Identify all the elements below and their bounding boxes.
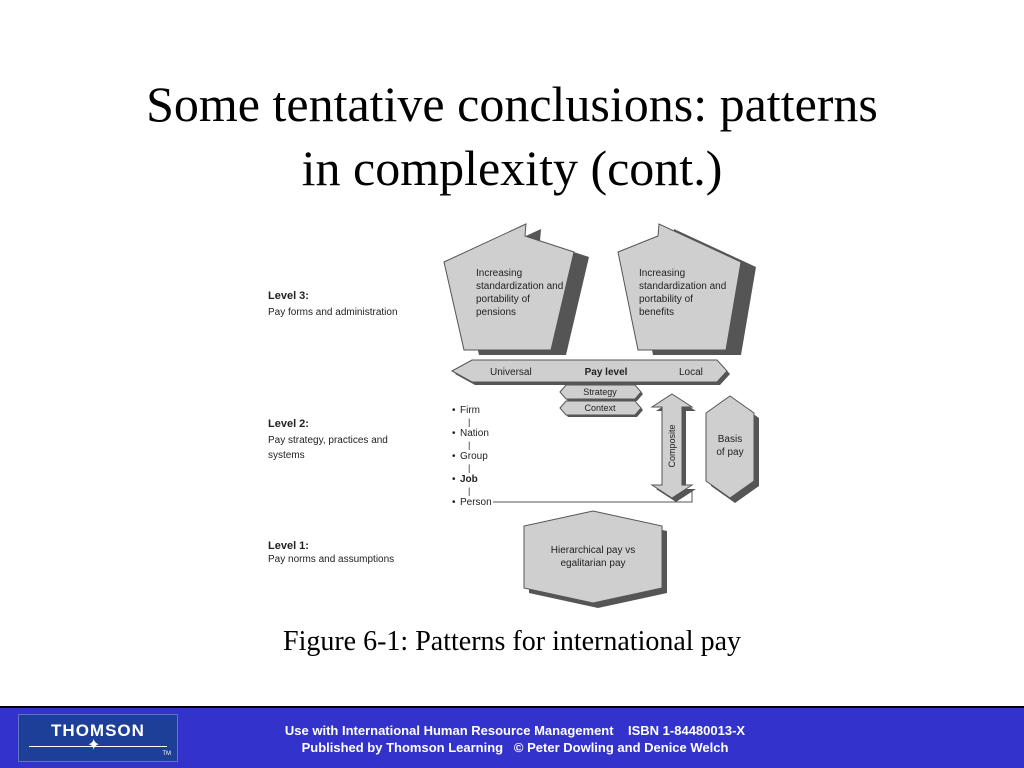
basis-of-pay-line-1: Basis — [718, 434, 742, 445]
slide-title-line-1: Some tentative conclusions: patterns — [146, 76, 878, 132]
level-3-label-group: Level 3: Pay forms and administration — [268, 290, 398, 318]
unit-person: Person — [460, 497, 492, 508]
slide-title-line-2: in complexity (cont.) — [301, 140, 723, 196]
star-icon: ✦ — [87, 737, 101, 754]
figure-caption: Figure 6-1: Patterns for international p… — [283, 626, 741, 657]
composite-label: Composite — [667, 424, 677, 467]
pensions-line-2: standardization and — [476, 281, 563, 292]
level-2-label: Level 2: — [268, 418, 309, 430]
unit-bullet-job: • — [452, 474, 456, 485]
level-2-label-group: Level 2: Pay strategy, practices and sys… — [268, 418, 388, 461]
hierarchical-pay-hexagon: Hierarchical pay vs egalitarian pay — [523, 510, 667, 608]
unit-group: Group — [460, 451, 488, 462]
unit-bullet-nation: • — [452, 428, 456, 439]
logo-trademark: TM — [162, 751, 171, 757]
level-2-desc-line-2: systems — [268, 450, 305, 461]
logo-text: THOMSON — [51, 721, 145, 740]
level-3-label: Level 3: — [268, 290, 309, 302]
basis-of-pay-line-2: of pay — [716, 447, 743, 458]
level-1-label: Level 1: — [268, 540, 309, 552]
hierarchical-line-2: egalitarian pay — [560, 558, 625, 569]
footer-line-1: Use with International Human Resource Ma… — [284, 723, 746, 738]
unit-connector-1: | — [468, 417, 470, 427]
benefits-line-3: portability of — [639, 294, 693, 305]
unit-connector-4: | — [468, 486, 470, 496]
pay-level-local: Local — [679, 367, 703, 378]
benefits-line-4: benefits — [639, 307, 674, 318]
level-1-desc: Pay norms and assumptions — [268, 554, 394, 565]
pay-level-center: Pay level — [585, 367, 628, 378]
hierarchical-line-1: Hierarchical pay vs — [551, 545, 635, 556]
pensions-line-1: Increasing — [476, 268, 522, 279]
slide-title: Some tentative conclusions: patterns in … — [0, 72, 1024, 200]
unit-connector-3: | — [468, 463, 470, 473]
unit-firm: Firm — [460, 405, 480, 416]
unit-job: Job — [460, 474, 478, 485]
unit-bullet-firm: • — [452, 405, 456, 416]
benefits-line-2: standardization and — [639, 281, 726, 292]
benefits-arrow-box: Increasing standardization and portabili… — [617, 223, 756, 355]
unit-nation: Nation — [460, 428, 489, 439]
strategy-label: Strategy — [583, 387, 617, 397]
unit-bullet-person: • — [452, 497, 456, 508]
unit-connector-2: | — [468, 440, 470, 450]
pensions-line-3: portability of — [476, 294, 530, 305]
diagram-canvas: Level 3: Pay forms and administration Le… — [268, 223, 759, 608]
level-3-desc: Pay forms and administration — [268, 307, 398, 318]
pay-level-bar: Universal Pay level Local — [450, 359, 730, 385]
pay-level-universal: Universal — [490, 367, 532, 378]
logo-line — [29, 746, 167, 747]
benefits-line-1: Increasing — [639, 268, 685, 279]
context-label: Context — [584, 403, 616, 413]
footer-line-2: Published by Thomson Learning © Peter Do… — [301, 740, 729, 755]
basis-of-pay-hexagon: Basis of pay — [705, 395, 759, 503]
context-tag: Context — [559, 400, 643, 417]
footer-text: Use with International Human Resource Ma… — [200, 722, 830, 756]
person-connector-line — [493, 489, 693, 503]
unit-bullet-group: • — [452, 451, 456, 462]
pensions-line-4: pensions — [476, 307, 516, 318]
pensions-arrow-box: Increasing standardization and portabili… — [443, 223, 589, 355]
pay-patterns-diagram: Level 3: Pay forms and administration Le… — [260, 218, 780, 610]
level-1-label-group: Level 1: Pay norms and assumptions — [268, 540, 394, 565]
composite-arrow: Composite — [650, 393, 696, 502]
units-list: • Firm | • Nation | • Group | • Job | • … — [452, 405, 492, 508]
footer-bar: THOMSON ✦ TM Use with International Huma… — [0, 706, 1024, 768]
thomson-logo: THOMSON ✦ TM — [18, 714, 178, 762]
strategy-tag: Strategy — [559, 384, 643, 401]
level-2-desc-line-1: Pay strategy, practices and — [268, 435, 388, 446]
